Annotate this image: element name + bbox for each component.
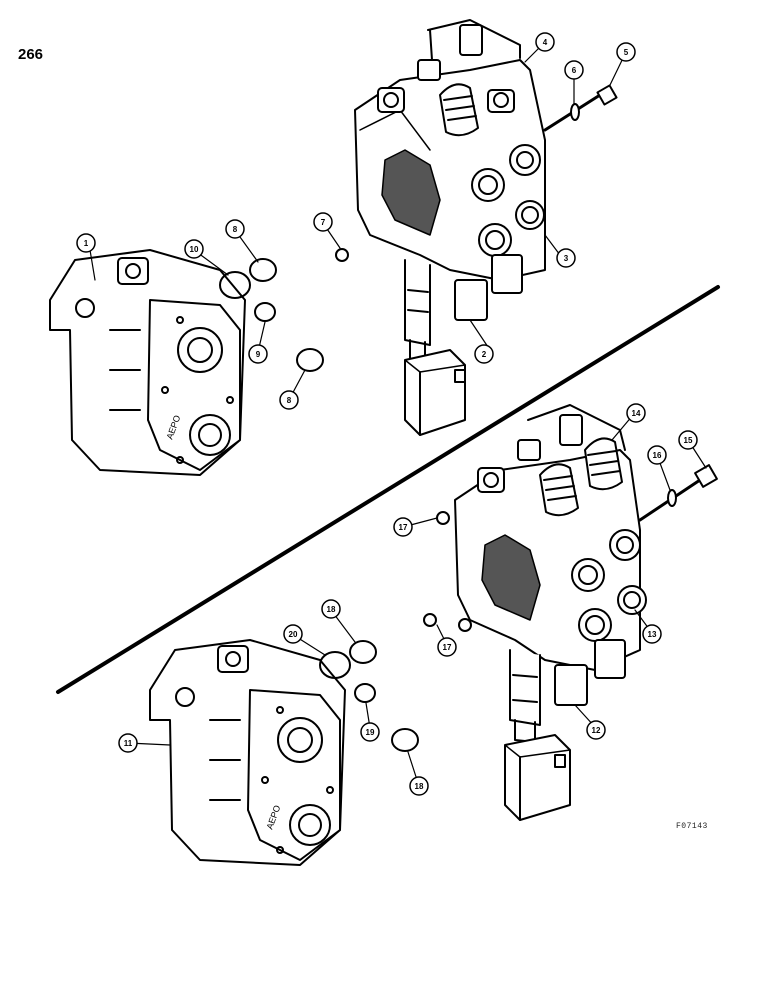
callout-labels: 1 2 3 4 5 6 7 8 8 9 10 11 12 13 14 15 16… xyxy=(76,32,698,796)
svg-text:18: 18 xyxy=(327,605,336,614)
svg-text:15: 15 xyxy=(684,436,693,445)
callout-7: 7 xyxy=(313,212,333,232)
callout-8: 8 xyxy=(225,219,245,239)
callout-11: 11 xyxy=(118,733,138,753)
callout-13: 13 xyxy=(642,624,662,644)
svg-text:1: 1 xyxy=(84,239,89,248)
callout-17: 17 xyxy=(437,637,457,657)
svg-text:10: 10 xyxy=(190,245,199,254)
callout-12: 12 xyxy=(586,720,606,740)
callout-20: 20 xyxy=(283,624,303,644)
svg-text:19: 19 xyxy=(366,728,375,737)
o-rings-lower xyxy=(319,511,472,752)
callout-14: 14 xyxy=(626,403,646,423)
control-valve-lower xyxy=(454,404,718,821)
callout-4: 4 xyxy=(535,32,555,52)
svg-text:11: 11 xyxy=(124,739,133,748)
callout-10: 10 xyxy=(184,239,204,259)
page-number: 266 xyxy=(18,46,44,63)
svg-text:12: 12 xyxy=(592,726,601,735)
figure-reference-code: F07143 xyxy=(676,822,708,831)
svg-text:4: 4 xyxy=(543,38,548,47)
callout-17: 17 xyxy=(393,517,413,537)
svg-text:8: 8 xyxy=(287,396,292,405)
svg-text:6: 6 xyxy=(572,66,577,75)
svg-text:7: 7 xyxy=(321,218,326,227)
svg-text:9: 9 xyxy=(256,350,261,359)
callout-15: 15 xyxy=(678,430,698,450)
svg-text:3: 3 xyxy=(564,254,569,263)
callout-19: 19 xyxy=(360,722,380,742)
callout-5: 5 xyxy=(616,42,636,62)
svg-text:13: 13 xyxy=(648,630,657,639)
valve-section-lower xyxy=(149,639,346,866)
divider-line xyxy=(56,285,720,694)
callout-2: 2 xyxy=(474,344,494,364)
svg-text:14: 14 xyxy=(632,409,641,418)
svg-text:18: 18 xyxy=(415,782,424,791)
svg-text:16: 16 xyxy=(653,451,662,460)
callout-9: 9 xyxy=(248,344,268,364)
valve-section-upper xyxy=(49,249,246,476)
o-rings-upper xyxy=(219,248,349,372)
svg-text:5: 5 xyxy=(624,48,629,57)
callout-18: 18 xyxy=(321,599,341,619)
callout-3: 3 xyxy=(556,248,576,268)
svg-text:8: 8 xyxy=(233,225,238,234)
svg-text:17: 17 xyxy=(399,523,408,532)
svg-text:20: 20 xyxy=(289,630,298,639)
callout-16: 16 xyxy=(647,445,667,465)
callout-8: 8 xyxy=(279,390,299,410)
callout-18: 18 xyxy=(409,776,429,796)
callout-6: 6 xyxy=(564,60,584,80)
svg-text:17: 17 xyxy=(443,643,452,652)
svg-text:2: 2 xyxy=(482,350,487,359)
control-valve-upper xyxy=(354,19,618,436)
callout-1: 1 xyxy=(76,233,96,253)
